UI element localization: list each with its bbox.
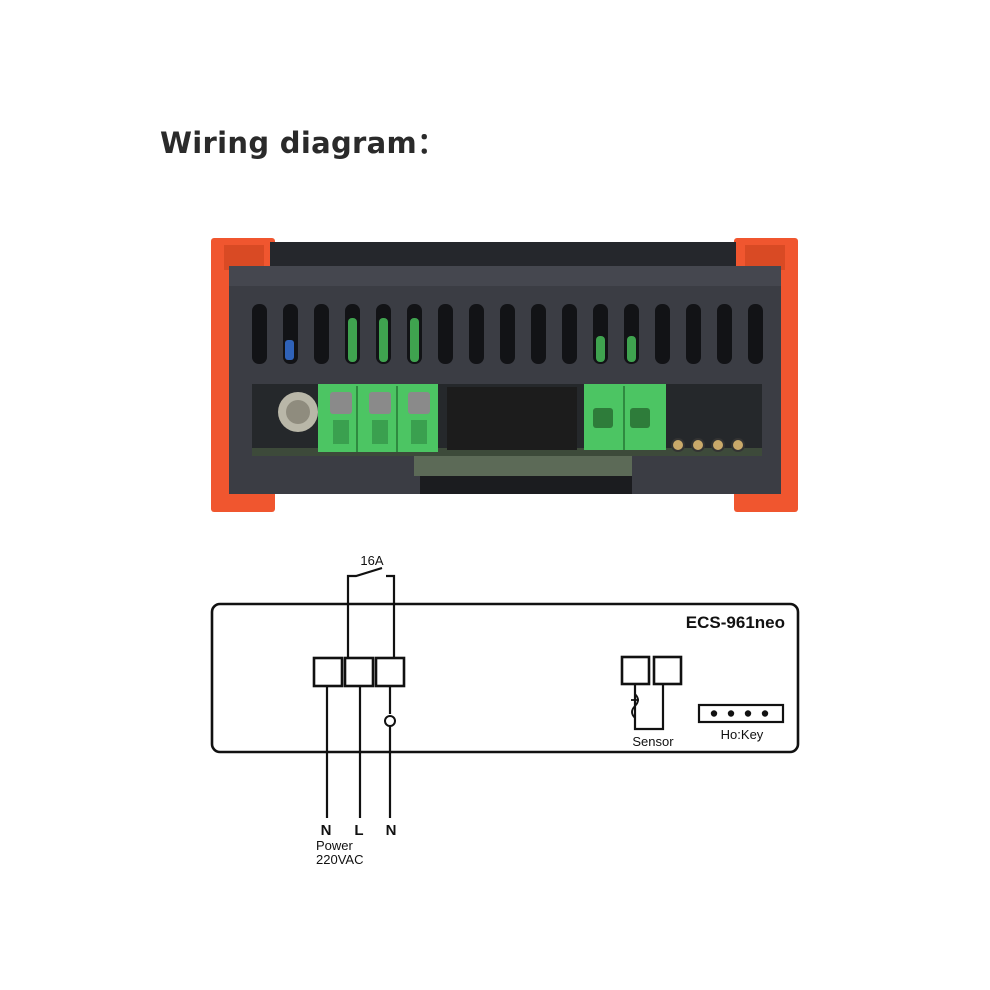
key-pin-header <box>671 438 745 452</box>
sensor-terminal-1 <box>620 655 651 686</box>
controller-outline <box>210 602 800 754</box>
terminal-n1 <box>312 656 344 688</box>
terminal-label-l: L <box>354 822 363 839</box>
power-terminal-block <box>318 384 438 452</box>
key-port-pins <box>710 710 769 717</box>
relay-switch-icon <box>346 566 396 658</box>
sensor-terminal-block <box>584 384 666 450</box>
terminal-load <box>374 656 406 688</box>
thermistor-icon <box>631 693 639 719</box>
load-icon <box>384 715 396 727</box>
terminal-label-n1: N <box>321 822 332 839</box>
relay-rating-label: 16A <box>360 553 383 568</box>
controller-rear-photo-icon <box>211 238 798 512</box>
sensor-label: Sensor <box>632 734 674 749</box>
key-port <box>697 703 785 724</box>
ventilation-slots <box>252 304 763 364</box>
model-label: ECS-961neo <box>686 613 785 632</box>
voltage-label: 220VAC <box>316 852 363 867</box>
sensor-terminal-2 <box>652 655 683 686</box>
page-title: Wiring diagram： <box>160 126 447 160</box>
wiring-schematic: ECS-961neo 16A N L N Power 220VAC Sensor <box>210 553 800 867</box>
terminal-l <box>343 656 375 688</box>
power-label: Power <box>316 838 354 853</box>
relay <box>447 387 577 450</box>
key-label: Ho:Key <box>721 727 764 742</box>
terminal-label-n2: N <box>386 822 397 839</box>
